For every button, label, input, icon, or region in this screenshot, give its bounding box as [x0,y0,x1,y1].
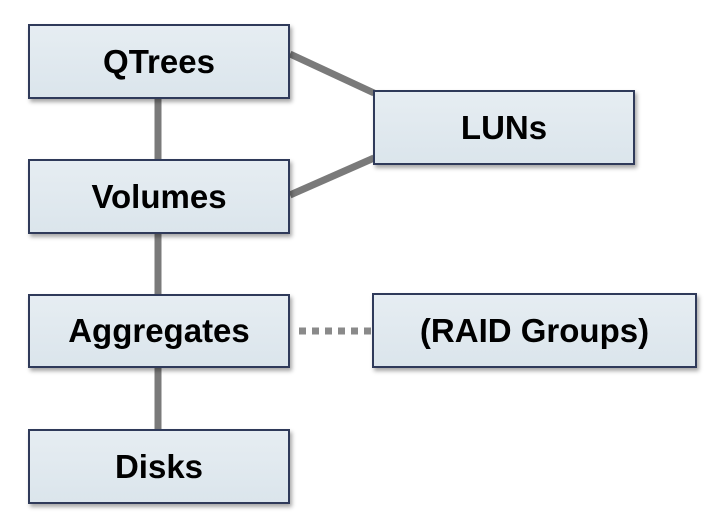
edge-volumes-luns [288,154,376,199]
node-disks: Disks [28,429,290,504]
node-raid-groups: (RAID Groups) [372,293,697,368]
edge-qtrees-luns [288,50,376,97]
node-volumes: Volumes [28,159,290,234]
node-label: Aggregates [68,312,250,349]
node-label: LUNs [460,108,548,146]
node-qtrees: QTrees [28,24,290,99]
node-aggregates: Aggregates [28,294,290,368]
node-label: QTrees [103,42,215,80]
node-label: Disks [114,447,204,485]
node-label: (RAID Groups) [419,311,650,349]
node-luns: LUNs [373,90,635,165]
node-label: Volumes [91,177,227,215]
